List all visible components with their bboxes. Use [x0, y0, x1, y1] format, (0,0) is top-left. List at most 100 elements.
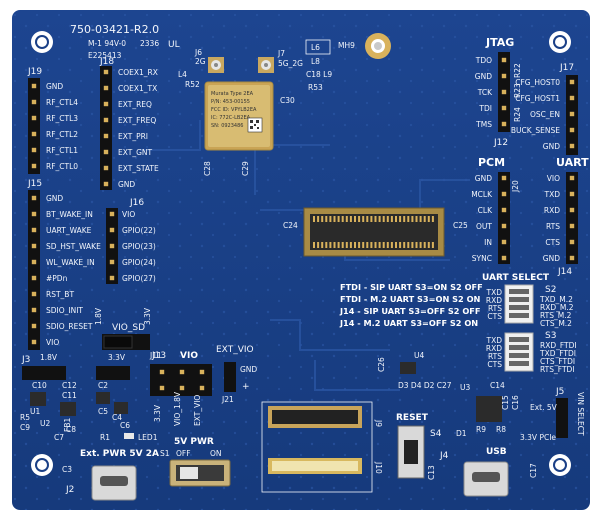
- dip-switch-s2[interactable]: [504, 284, 534, 324]
- j14-label: J14: [557, 267, 572, 277]
- jumper-j5[interactable]: [556, 398, 568, 438]
- header-j19[interactable]: [28, 78, 40, 174]
- header-pin: [31, 163, 37, 169]
- led1-icon: [124, 433, 134, 439]
- header-pin: [103, 85, 109, 91]
- c9-label: C9: [20, 423, 30, 432]
- vio-label: VIO: [180, 351, 198, 361]
- usb-power-jack-j2[interactable]: [91, 465, 137, 501]
- pin-label-sd-hst-wake: SD_HST_WAKE: [46, 242, 101, 251]
- jumper-j3[interactable]: [22, 366, 66, 380]
- j18-label: J18: [99, 57, 114, 67]
- vio-sd-3v3-label: 3.3V: [143, 307, 152, 325]
- module-line-1: Murata Type 2EA: [211, 91, 254, 97]
- header-pin: [31, 275, 37, 281]
- usb-port-j4[interactable]: [463, 461, 509, 497]
- header-pin: [31, 147, 37, 153]
- header-pin: [501, 239, 507, 245]
- c17-label: C17: [529, 463, 538, 478]
- header-pin: [501, 255, 507, 261]
- j12-label: J12: [493, 138, 508, 148]
- pin-label-uart-wake: UART_WAKE: [46, 226, 92, 235]
- board-date-code: 2336: [140, 39, 159, 48]
- header-j21[interactable]: [224, 362, 236, 392]
- header-pcm[interactable]: [498, 172, 510, 264]
- vio-opt-ext: EXT_VIO: [193, 395, 202, 426]
- pin-label-gpio-22-: GPIO(22): [122, 226, 156, 235]
- j21-plus-label: +: [242, 382, 250, 392]
- j7-label: J7: [277, 49, 285, 58]
- j3-label: J3: [21, 355, 30, 365]
- fb1-label: FB1: [63, 418, 72, 432]
- r9-label: R9: [476, 425, 486, 434]
- header-pin: [109, 227, 115, 233]
- pin-label-clk: CLK: [478, 206, 493, 215]
- power-switch-s1[interactable]: [169, 459, 231, 487]
- fpc-connector-j9[interactable]: [268, 406, 362, 428]
- header-pin: [569, 127, 575, 133]
- reset-diodes-label: D3 D4 D2 C27: [398, 381, 452, 390]
- pin-label-gpio-23-: GPIO(23): [122, 242, 156, 251]
- pin-label-sync: SYNC: [472, 254, 492, 263]
- j5-3v3-pcie-label: 3.3V PCIe: [520, 433, 556, 442]
- pin-label-rf-ctl4: RF_CTL4: [46, 98, 78, 107]
- header-pin: [109, 275, 115, 281]
- header-pin: [31, 227, 37, 233]
- dip-switch-s3[interactable]: [504, 332, 534, 372]
- reset-button[interactable]: [397, 425, 425, 479]
- vio-opt-3v3: 3.3V: [153, 404, 162, 422]
- j17-label: J17: [559, 63, 574, 73]
- header-pin: [103, 181, 109, 187]
- j13-pin: [199, 385, 205, 391]
- header-pin: [569, 207, 575, 213]
- pin-label-tdo: TDO: [475, 56, 492, 65]
- j5-label: J5: [555, 387, 564, 397]
- j5-ext5v-label: Ext. 5V: [530, 403, 558, 412]
- pin-label-sdio-init: SDIO_INIT: [46, 306, 83, 315]
- board-cert-line: M-1 94V-0: [88, 39, 126, 48]
- vio-opt-1v8: VIO_1.8V: [173, 391, 182, 426]
- j13-pin: [199, 369, 205, 375]
- pin-label-ext-state: EXT_STATE: [118, 164, 159, 173]
- header-j18[interactable]: [100, 66, 112, 190]
- c13-label: C13: [427, 465, 436, 480]
- wifi-bt-module: Murata Type 2EA P/N: 453-00155 FCC ID: V…: [204, 81, 274, 151]
- fpc-connector-j10[interactable]: [268, 458, 362, 474]
- c8-label: C8: [66, 425, 76, 434]
- header-j15[interactable]: [28, 190, 40, 350]
- reset-label: RESET: [396, 413, 429, 423]
- header-pin: [569, 111, 575, 117]
- jumper-j11[interactable]: [102, 334, 150, 350]
- uart-note-1: FTDI - SIP UART S3=ON S2 OFF: [340, 282, 483, 292]
- r1-label: R1: [100, 433, 110, 442]
- pin-label-tms: TMS: [475, 120, 492, 129]
- c4-label: C4: [112, 413, 122, 422]
- header-pin: [569, 143, 575, 149]
- header-j13[interactable]: [150, 364, 212, 396]
- pin-label-gnd: GND: [118, 180, 135, 189]
- j6-sub-label: 2G: [195, 57, 206, 66]
- dip-label-rts: RTS: [488, 304, 502, 313]
- j13-pin: [159, 385, 165, 391]
- pin-label-in: IN: [484, 238, 492, 247]
- j6-label: J6: [194, 48, 202, 57]
- jumper-j1[interactable]: [96, 366, 130, 380]
- module-line-3: FCC ID: VPYLB2EA: [211, 107, 257, 113]
- header-pin: [31, 307, 37, 313]
- c11-label: C11: [62, 391, 77, 400]
- j19-label: J19: [27, 67, 42, 77]
- dip-label-cts: CTS: [487, 312, 502, 321]
- pin-label-gnd: GND: [46, 194, 63, 203]
- header-uart[interactable]: [566, 172, 578, 264]
- j16-label: J16: [129, 198, 144, 208]
- l4-label: L4: [178, 70, 187, 79]
- c12-label: C12: [62, 381, 77, 390]
- j3-3v3-label: 3.3V: [108, 353, 126, 362]
- r22-label: R22: [513, 63, 522, 78]
- j4-label: J4: [439, 451, 449, 461]
- 5v-pwr-label: 5V PWR: [174, 437, 214, 447]
- c30-label: C30: [280, 96, 295, 105]
- pin-label-cfg-host1: CFG_HOST1: [515, 94, 560, 103]
- c6-label: C6: [120, 421, 130, 430]
